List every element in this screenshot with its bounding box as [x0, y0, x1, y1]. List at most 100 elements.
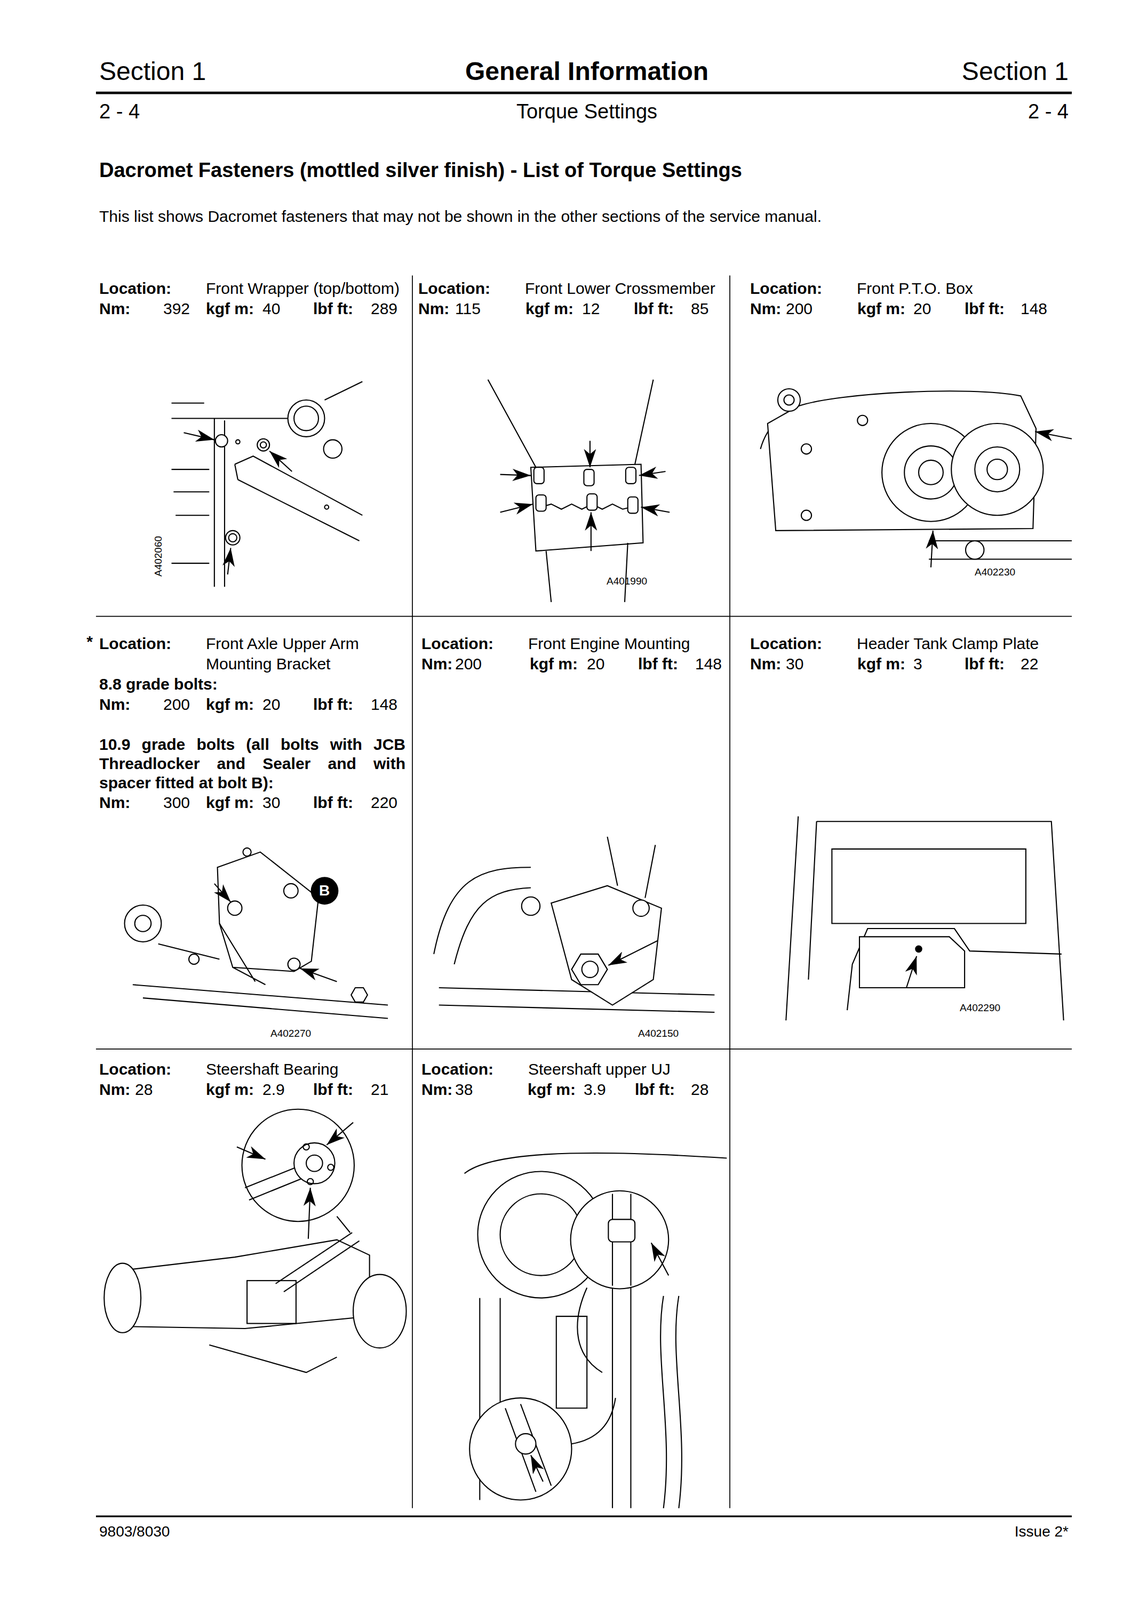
torque-value: 392 — [163, 298, 206, 320]
upper-uj-figure-part — [570, 1191, 669, 1290]
intro-note: This list shows Dacromet fasteners that … — [99, 206, 822, 227]
torque-row: Location:Front Axle Upper Arm Mounting B… — [99, 633, 406, 675]
front-wrapper-figure-part — [235, 440, 241, 445]
pto-box-figure-part — [928, 540, 1072, 560]
unit-label: lbf ft: — [964, 298, 1021, 320]
header-tank-figure-part — [785, 816, 1064, 1022]
steershaft-bearing-figure-part — [247, 1280, 297, 1324]
upper-uj-figure-part — [651, 1243, 669, 1276]
axle-bracket-figure-part — [217, 852, 319, 973]
steershaft-bearing-figure-part — [209, 1345, 337, 1374]
front-wrapper-figure-part — [323, 440, 342, 459]
unit-label: lbf ft: — [633, 298, 691, 320]
torque-row: Nm:38kgf m:3.9lbf ft:28 — [421, 1079, 726, 1101]
upper-uj-figure-part — [660, 1296, 682, 1509]
figure-code: A402270 — [270, 1028, 312, 1041]
location-name: Front Engine Mounting — [528, 633, 726, 655]
unit-label: Nm: — [421, 1079, 456, 1101]
pto-box-figure-part — [777, 388, 801, 412]
pto-box-figure-part — [965, 540, 984, 560]
section-label: Section 1 — [961, 56, 1069, 87]
location-label: Location: — [421, 1059, 529, 1080]
header-tank-figure-part — [847, 928, 1062, 1011]
callout-letter: B — [319, 881, 330, 900]
crossmember-figure-part — [641, 507, 671, 513]
torque-value: 148 — [1020, 298, 1071, 320]
unit-label: Nm: — [99, 694, 164, 715]
figure-code: A402150 — [638, 1028, 679, 1041]
steershaft-bearing-figure-part — [236, 1147, 266, 1160]
unit-label: kgf m: — [857, 654, 914, 675]
steershaft-bearing-figure-part — [293, 1143, 336, 1185]
figure-code: A402290 — [959, 1002, 1001, 1015]
steershaft-bearing-figure-part — [307, 1179, 314, 1185]
front-wrapper-figure-part — [269, 451, 292, 472]
grade-note: 10.9 grade bolts (all bolts with JCB Thr… — [99, 735, 406, 793]
unit-label: kgf m: — [205, 298, 263, 320]
pto-box-figure-part — [1034, 431, 1072, 439]
upper-uj-figure-part — [500, 1194, 583, 1277]
location-label: Location: — [750, 278, 857, 299]
page-rules — [96, 92, 1072, 1517]
front-wrapper-figure-part — [183, 432, 214, 440]
page-number: 2 - 4 — [1028, 99, 1069, 125]
unit-label: kgf m: — [529, 654, 587, 675]
unit-label: kgf m: — [527, 1079, 584, 1101]
unit-label: lbf ft: — [964, 654, 1021, 675]
header-tank-figure-part — [906, 956, 917, 989]
torque-value: 20 — [913, 298, 965, 320]
crossmember-figure-part — [625, 467, 636, 484]
torque-row: Nm:30kgf m:3lbf ft:22 — [750, 654, 1071, 675]
torque-row: Location:Front Wrapper (top/bottom) — [99, 278, 406, 299]
unit-label: lbf ft: — [634, 1079, 691, 1101]
location-label: Location: — [750, 633, 857, 655]
page-rules-part — [96, 1516, 1072, 1518]
torque-value: 30 — [785, 654, 858, 675]
torque-value: 20 — [586, 654, 639, 675]
torque-row: Location:Header Tank Clamp Plate — [750, 633, 1071, 655]
pto-box-figure-part — [801, 510, 812, 521]
torque-row: 8.8 grade bolts: — [99, 674, 406, 695]
steershaft-bearing-figure-part — [353, 1275, 406, 1349]
figure-code: A401990 — [606, 575, 648, 588]
torque-value: 30 — [262, 792, 314, 814]
front-wrapper-figure-part — [324, 381, 363, 401]
page-rules-part — [96, 616, 1072, 618]
location-label: Location: — [421, 633, 529, 655]
unit-label: kgf m: — [205, 694, 263, 715]
axle-bracket-figure-part — [288, 958, 301, 971]
location-name: Header Tank Clamp Plate — [856, 633, 1071, 655]
upper-uj-figure-part — [469, 1398, 572, 1501]
engine-mount-figure-part — [521, 897, 540, 916]
location-name: Front Lower Crossmember — [524, 278, 725, 299]
crossmember-figure-part — [589, 441, 591, 468]
engine-mount-figure-part — [571, 954, 608, 985]
axle-bracket-figure-part — [219, 924, 266, 986]
unit-label: Nm: — [750, 654, 786, 675]
axle-bracket-figure — [124, 848, 388, 1019]
upper-uj-figure-part — [556, 1316, 587, 1409]
front-wrapper-figure-part — [225, 530, 241, 546]
front-wrapper-figure-part — [293, 405, 319, 431]
torque-row: Nm:28kgf m:2.9lbf ft:21 — [99, 1079, 406, 1101]
engine-mount-figure-part — [582, 961, 599, 978]
torque-value: 220 — [370, 792, 406, 814]
front-wrapper-figure-part — [171, 417, 289, 419]
torque-value: 289 — [370, 298, 406, 320]
torque-row: Nm:200kgf m:20lbf ft:148 — [99, 694, 406, 715]
engine-mount-figure-part — [433, 867, 531, 965]
crossmember-figure-part — [586, 494, 597, 511]
torque-value: 300 — [163, 792, 206, 814]
torque-value: 20 — [262, 694, 314, 715]
torque-cell: Location:Steershaft upper UJNm:38kgf m:3… — [421, 1059, 726, 1101]
location-label: Location: — [99, 633, 206, 675]
upper-uj-figure-part — [464, 1153, 728, 1174]
crossmember-figure-part — [534, 467, 545, 484]
page-rules-part — [96, 91, 1072, 95]
crossmember-figure-part — [488, 379, 654, 468]
torque-row: Location:Front Lower Crossmember — [418, 278, 725, 299]
crossmember-figure-part — [639, 471, 666, 476]
crossmember-figure-part — [546, 543, 628, 603]
crossmember-figure-part — [583, 469, 594, 487]
